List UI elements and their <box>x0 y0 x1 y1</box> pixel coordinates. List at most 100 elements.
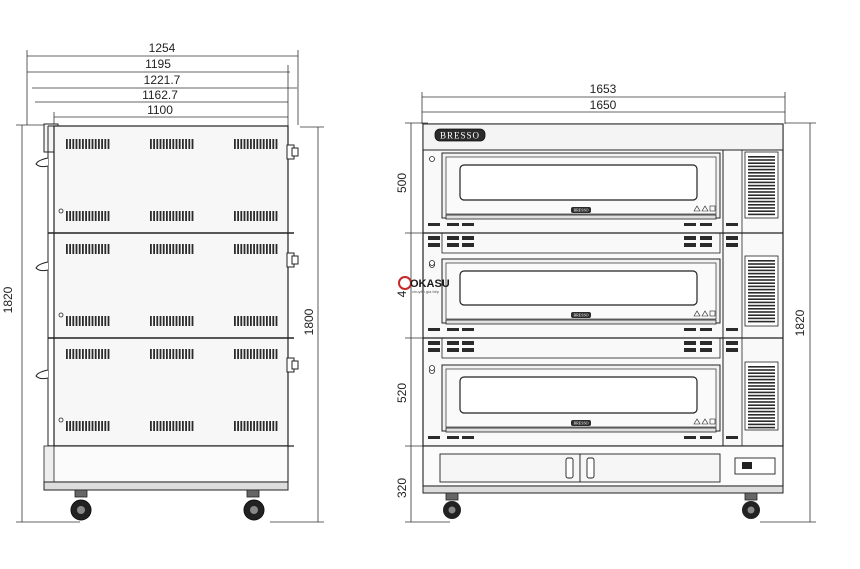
control-panel-grilles <box>744 151 779 431</box>
control-button <box>447 328 459 331</box>
control-button <box>700 436 712 439</box>
vent-slot <box>234 211 236 221</box>
vent-slot <box>253 421 255 431</box>
vent-slot <box>234 139 236 149</box>
vent-slot <box>240 421 243 431</box>
vent-slot <box>182 139 184 149</box>
front-dim-deck-3: 520 <box>395 383 409 403</box>
side-width-dimensions <box>26 50 299 126</box>
grille-slot <box>748 423 775 426</box>
grille-slot <box>748 369 775 371</box>
side-vent-group <box>66 211 110 221</box>
vent-slot <box>185 316 187 326</box>
okasu-watermark: OKASU chuyên gia bếp <box>398 276 450 294</box>
vent-slot <box>253 316 255 326</box>
deck-handle <box>445 214 717 220</box>
vent-slot <box>262 211 265 221</box>
deck-badge <box>571 207 591 213</box>
brand-logo-text: BRESSO <box>440 131 480 141</box>
vent-slot <box>178 421 181 431</box>
vent-slot <box>188 211 191 221</box>
vent-slot <box>237 244 239 254</box>
front-dim-deck-2: 4 <box>395 290 409 297</box>
vent-slot <box>72 316 75 326</box>
grille-slot <box>748 292 775 294</box>
vent-slot <box>172 349 175 359</box>
grille-slot <box>748 260 775 262</box>
vent-slot <box>98 349 100 359</box>
vent-slot <box>107 211 110 221</box>
grille-slot <box>748 407 775 410</box>
control-button <box>428 341 440 345</box>
vent-slot <box>153 211 155 221</box>
grille-slot <box>748 188 775 190</box>
side-door-handles <box>286 144 299 373</box>
vent-slot <box>175 139 178 149</box>
vent-slot <box>156 139 159 149</box>
vent-slot <box>262 244 265 254</box>
grille-slot <box>748 213 775 216</box>
grille-slot <box>748 378 775 381</box>
vent-slot <box>162 211 165 221</box>
vent-slot <box>250 211 252 221</box>
control-strip <box>441 232 721 254</box>
deck-screw <box>429 365 435 371</box>
control-button <box>700 223 712 226</box>
vent-slot <box>104 349 107 359</box>
grille-slot <box>748 301 775 304</box>
vent-slot <box>191 421 194 431</box>
grille-slot <box>748 263 775 265</box>
grille-slot <box>748 269 775 272</box>
grille-slot <box>748 388 775 390</box>
side-vent-group <box>234 211 278 221</box>
vent-slot <box>91 244 94 254</box>
vent-slot <box>101 139 103 149</box>
vent-slot <box>153 316 155 326</box>
side-vent-group <box>150 316 194 326</box>
grille-slot <box>748 314 775 316</box>
vent-slot <box>166 316 168 326</box>
vent-slot <box>104 244 107 254</box>
vent-slot <box>82 244 84 254</box>
control-button <box>447 236 459 240</box>
side-dim-1221-7: 1221.7 <box>144 73 181 87</box>
vent-slot <box>256 421 259 431</box>
vent-slot <box>169 421 171 431</box>
grille-slot <box>748 404 775 406</box>
vent-slot <box>240 244 243 254</box>
side-body-height-dimension <box>270 126 324 523</box>
vent-slot <box>78 211 81 221</box>
grille-slot <box>748 178 775 180</box>
vent-slot <box>259 349 262 359</box>
vent-slot <box>243 139 246 149</box>
vent-slot <box>185 139 187 149</box>
control-button <box>447 341 459 345</box>
vent-slot <box>153 421 155 431</box>
vent-slot <box>75 139 78 149</box>
vent-slot <box>266 139 268 149</box>
control-button <box>726 223 738 226</box>
vent-slot <box>262 139 265 149</box>
side-dim-1195: 1195 <box>145 57 171 71</box>
grille-slot <box>748 308 775 310</box>
info-icon <box>709 205 716 212</box>
control-button <box>726 236 738 240</box>
side-vent-group <box>66 316 110 326</box>
side-caster-right <box>243 489 265 521</box>
side-vent-group <box>150 211 194 221</box>
vent-slot <box>259 244 262 254</box>
grille-slot <box>748 272 775 275</box>
control-button <box>684 236 696 240</box>
grille-slot <box>748 426 775 429</box>
vent-slot <box>101 211 103 221</box>
control-grille <box>744 361 779 431</box>
vent-slot <box>101 349 103 359</box>
vent-slot <box>82 316 84 326</box>
vent-slot <box>178 244 181 254</box>
vent-slot <box>88 244 91 254</box>
vent-slot <box>85 244 87 254</box>
vent-slot <box>234 316 236 326</box>
vent-slot <box>162 244 165 254</box>
vent-slot <box>94 316 97 326</box>
